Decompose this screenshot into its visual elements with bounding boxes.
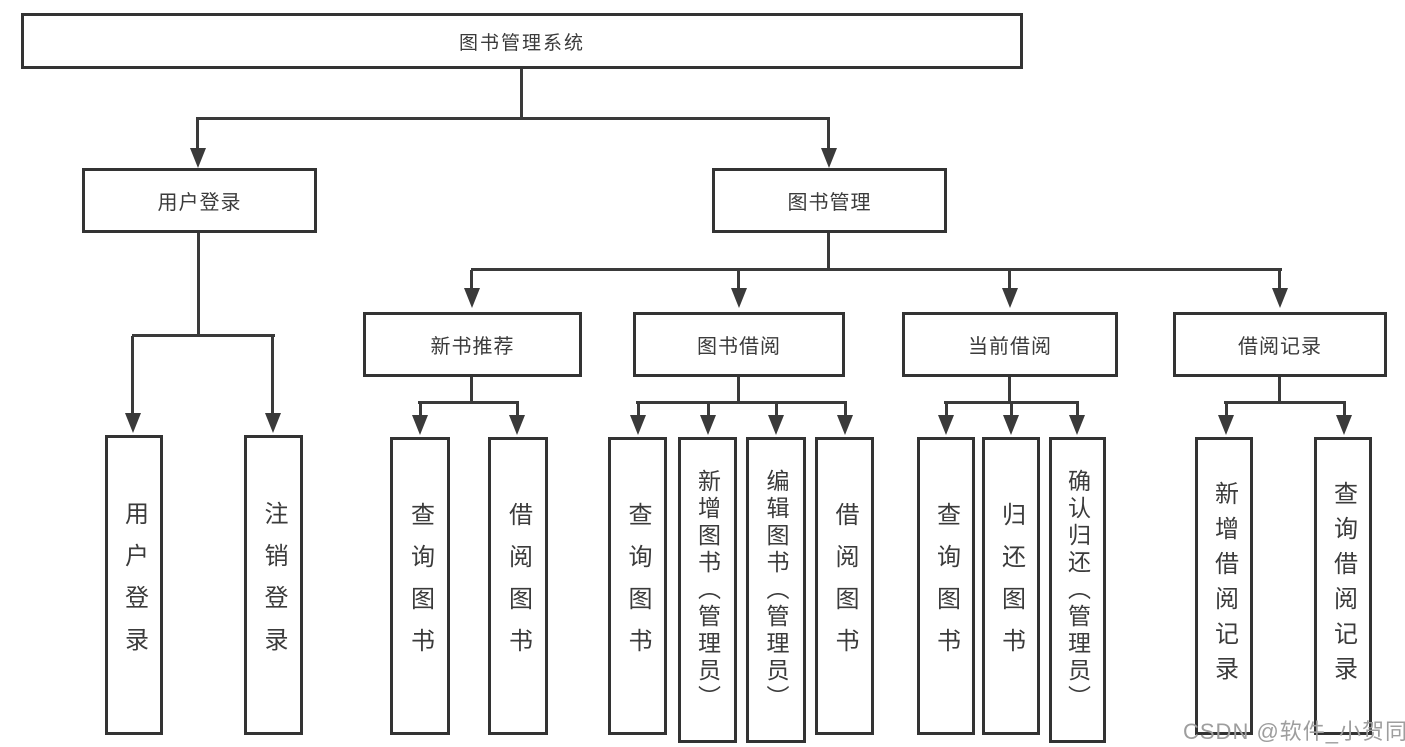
arrowhead-icon <box>1002 288 1018 308</box>
connector-line <box>1343 403 1346 415</box>
connector-line <box>945 403 948 415</box>
node-current-borrow: 当前借阅 <box>902 312 1118 377</box>
connector-line <box>1278 270 1281 288</box>
connector-line <box>775 403 778 415</box>
csdn-watermark: CSDN @软件_小贺同学 <box>1183 719 1405 744</box>
leaf-query-book: 查询图书 <box>917 437 975 735</box>
arrowhead-icon <box>125 413 141 433</box>
connector-line <box>470 377 473 403</box>
connector-line <box>132 334 275 337</box>
connector-line <box>1224 401 1346 404</box>
leaf-borrow-book: 借阅图书 <box>815 437 874 735</box>
connector-line <box>271 336 274 413</box>
arrowhead-icon <box>1218 415 1234 435</box>
arrowhead-icon <box>412 415 428 435</box>
arrowhead-icon <box>630 415 646 435</box>
arrowhead-icon <box>1272 288 1288 308</box>
connector-line <box>707 403 710 415</box>
arrowhead-icon <box>265 413 281 433</box>
arrowhead-icon <box>837 415 853 435</box>
leaf-add-borrow-record: 新增借阅记录 <box>1195 437 1253 735</box>
node-user-login: 用户登录 <box>82 168 317 233</box>
connector-line <box>944 401 1079 404</box>
arrowhead-icon <box>190 148 206 168</box>
leaf-edit-book-admin: 编辑图书（管理员） <box>746 437 806 743</box>
connector-line <box>1010 403 1013 415</box>
connector-line <box>131 336 134 413</box>
node-new-book: 新书推荐 <box>363 312 582 377</box>
node-root: 图书管理系统 <box>21 13 1023 69</box>
leaf-logout: 注销登录 <box>244 435 303 735</box>
connector-line <box>516 403 519 415</box>
leaf-query-book: 查询图书 <box>390 437 450 735</box>
leaf-query-borrow-record: 查询借阅记录 <box>1314 437 1372 735</box>
connector-line <box>196 117 830 120</box>
connector-line <box>1076 403 1079 415</box>
arrowhead-icon <box>731 288 747 308</box>
leaf-confirm-return-admin: 确认归还（管理员） <box>1049 437 1106 743</box>
connector-line <box>418 401 519 404</box>
arrowhead-icon <box>1003 415 1019 435</box>
leaf-user-login: 用户登录 <box>105 435 163 735</box>
connector-line <box>637 403 640 415</box>
connector-line <box>1008 270 1011 288</box>
arrowhead-icon <box>768 415 784 435</box>
connector-line <box>636 401 847 404</box>
node-borrow-record: 借阅记录 <box>1173 312 1387 377</box>
connector-line <box>196 119 199 149</box>
connector-line <box>737 270 740 288</box>
connector-line <box>1225 403 1228 415</box>
leaf-return-book: 归还图书 <box>982 437 1040 735</box>
node-book-mgmt: 图书管理 <box>712 168 947 233</box>
arrowhead-icon <box>938 415 954 435</box>
arrowhead-icon <box>1336 415 1352 435</box>
arrowhead-icon <box>509 415 525 435</box>
connector-line <box>844 403 847 415</box>
connector-line <box>470 270 473 288</box>
arrowhead-icon <box>1069 415 1085 435</box>
connector-line <box>520 69 523 119</box>
connector-line <box>1008 377 1011 403</box>
connector-line <box>1278 377 1281 403</box>
connector-line <box>737 377 740 403</box>
arrowhead-icon <box>464 288 480 308</box>
leaf-query-book: 查询图书 <box>608 437 667 735</box>
arrowhead-icon <box>821 148 837 168</box>
leaf-borrow-book: 借阅图书 <box>488 437 548 735</box>
connector-line <box>827 119 830 149</box>
connector-line <box>471 268 1282 271</box>
connector-line <box>419 403 422 415</box>
connector-line <box>197 233 200 336</box>
arrowhead-icon <box>700 415 716 435</box>
leaf-add-book-admin: 新增图书（管理员） <box>678 437 737 743</box>
node-book-borrow: 图书借阅 <box>633 312 845 377</box>
connector-line <box>827 233 830 270</box>
